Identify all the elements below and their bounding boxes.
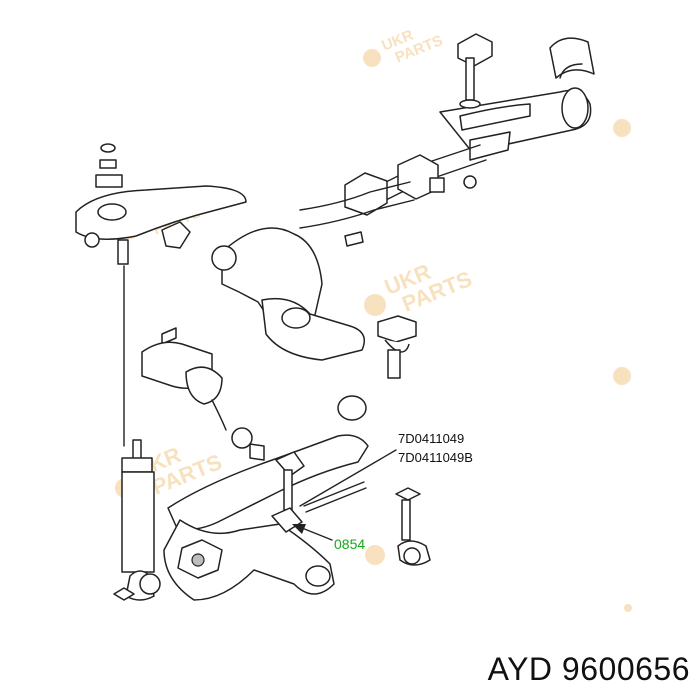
brand-part-caption: AYD 9600656 [487, 651, 690, 687]
ball-joint [377, 315, 417, 379]
tie-rod-assembly [211, 154, 477, 361]
lower-control-arm [163, 395, 369, 601]
leader-line-0854 [301, 527, 333, 541]
strut-top-mount [75, 143, 247, 447]
part-number-0854: 0854 [334, 536, 365, 552]
stabilizer-link [231, 427, 367, 533]
shock-absorber [113, 439, 161, 601]
watermark-right-edge [613, 119, 632, 612]
part-number-7d0411049b: 7D0411049B [398, 450, 473, 465]
leader-line-7d0411049 [299, 449, 397, 507]
stabilizer-link-detail [395, 487, 431, 566]
stabilizer-bushing-bracket [141, 327, 227, 431]
upper-mount-bolt [457, 33, 531, 131]
arrowhead-0854 [292, 524, 306, 534]
watermark-lower-right [365, 545, 385, 565]
watermark-top: UKR PARTS [363, 27, 445, 67]
watermark-center: UKR PARTS [364, 259, 475, 317]
part-number-7d0411049: 7D0411049 [398, 431, 464, 446]
